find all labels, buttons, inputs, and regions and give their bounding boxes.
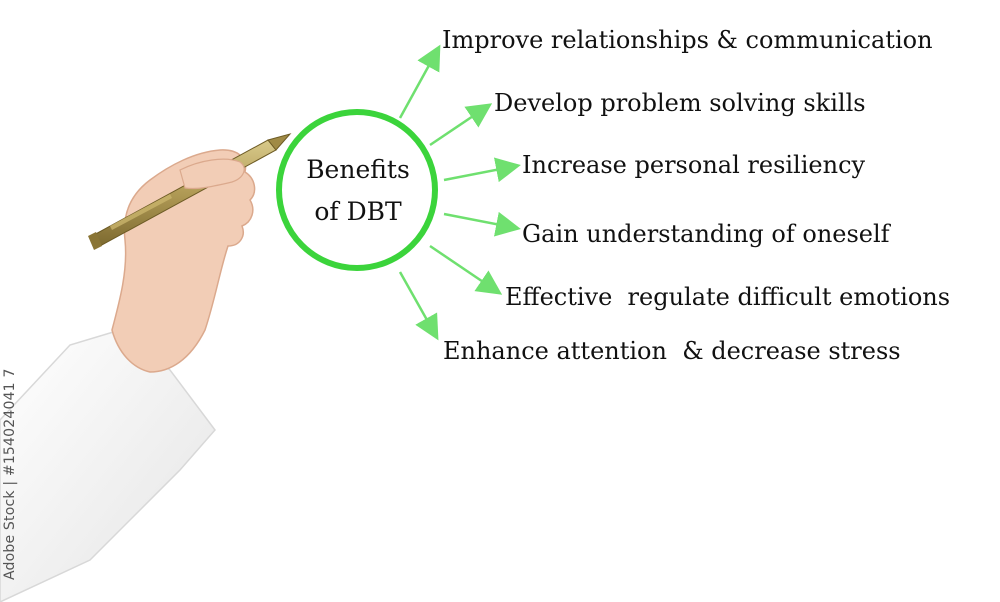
benefit-arrows <box>398 44 521 341</box>
arrow-2 <box>443 157 521 183</box>
center-circle <box>276 109 438 271</box>
arrow-3 <box>443 211 521 237</box>
center-title-line2: of DBT <box>314 197 402 226</box>
benefit-resiliency: Increase personal resiliency <box>522 151 866 179</box>
sleeve <box>0 329 216 602</box>
thumb <box>179 158 245 190</box>
benefit-attention-stress: Enhance attention & decrease stress <box>443 337 901 365</box>
arrow-1 <box>429 103 493 147</box>
benefit-self-understanding: Gain understanding of oneself <box>522 220 890 248</box>
benefit-relationships: Improve relationships & communication <box>442 26 933 54</box>
arrow-4 <box>429 244 503 295</box>
arrow-5 <box>398 271 439 341</box>
benefit-problem-solving: Develop problem solving skills <box>494 89 866 117</box>
stock-watermark: Adobe Stock | #154024041 7 <box>2 368 18 580</box>
benefit-emotion-regulation: Effective regulate difficult emotions <box>505 283 951 311</box>
arrow-0 <box>398 44 441 119</box>
center-title-line1: Benefits <box>306 155 410 184</box>
